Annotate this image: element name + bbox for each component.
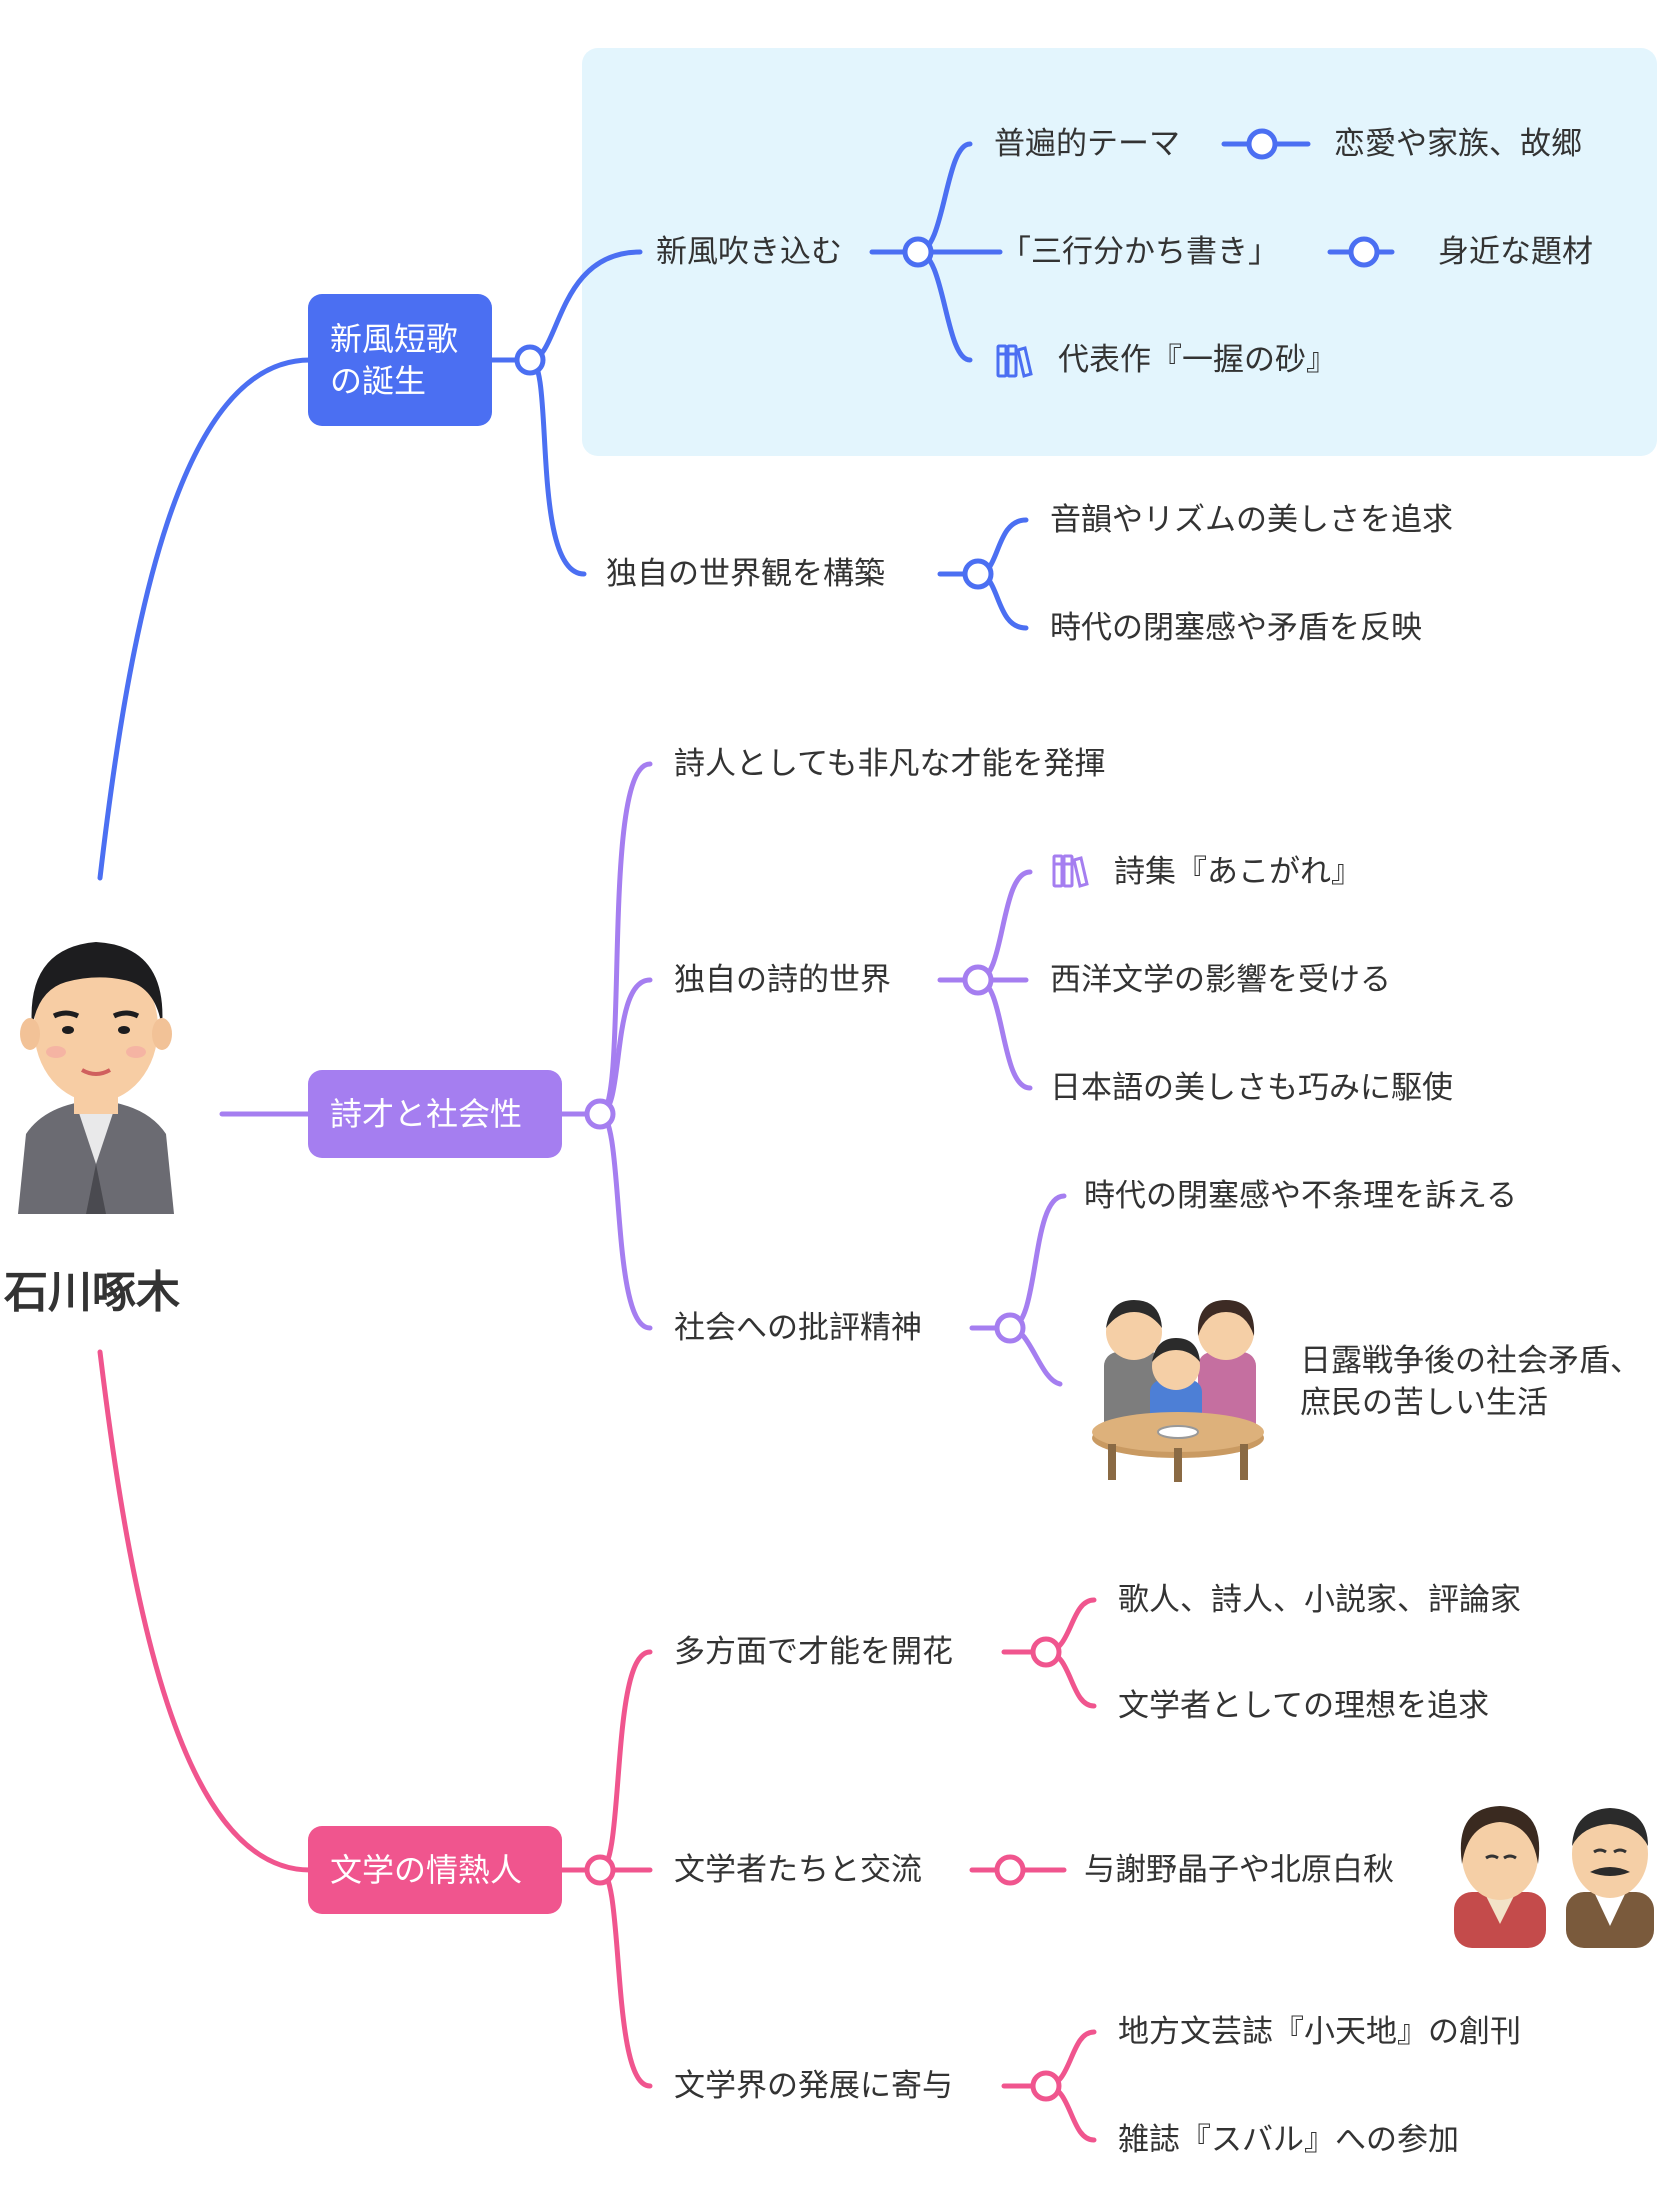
node-multi-talent[interactable]: 多方面で才能を開花 bbox=[674, 1634, 953, 1670]
node-new-wind[interactable]: 新風吹き込む bbox=[656, 234, 842, 270]
node-appeal-injustice[interactable]: 時代の閉塞感や不条理を訴える bbox=[1084, 1178, 1518, 1214]
node-literary-development[interactable]: 文学界の発展に寄与 bbox=[674, 2068, 953, 2104]
branch-label: 文学の情熱人 bbox=[330, 1851, 523, 1889]
writers-illustration bbox=[1454, 1806, 1654, 1948]
node-junction[interactable] bbox=[1348, 236, 1380, 268]
node-akiko-hakushu[interactable]: 与謝野晶子や北原白秋 bbox=[1084, 1852, 1394, 1888]
books-icon bbox=[1052, 854, 1089, 888]
node-social-criticism[interactable]: 社会への批評精神 bbox=[674, 1310, 922, 1346]
branch-junction[interactable] bbox=[994, 1312, 1026, 1344]
node-rhythm-beauty[interactable]: 音韻やリズムの美しさを追求 bbox=[1050, 502, 1453, 538]
node-japanese-beauty[interactable]: 日本語の美しさも巧みに駆使 bbox=[1050, 1070, 1453, 1106]
node-exchange-writers[interactable]: 文学者たちと交流 bbox=[674, 1852, 922, 1888]
node-masterpiece-ichiaku[interactable]: 代表作『一握の砂』 bbox=[1058, 342, 1337, 378]
branch-junction[interactable] bbox=[514, 344, 546, 376]
node-post-war-contradictions[interactable]: 日露戦争後の社会矛盾、 庶民の苦しい生活 bbox=[1300, 1340, 1641, 1424]
node-subaru[interactable]: 雑誌『スバル』への参加 bbox=[1118, 2122, 1459, 2158]
node-familiar-subjects[interactable]: 身近な題材 bbox=[1438, 234, 1593, 270]
root-title: 石川啄木 bbox=[4, 1267, 180, 1318]
branch-new-tanka[interactable]: 新風短歌 の誕生 bbox=[308, 294, 492, 426]
root-link-blue bbox=[97, 357, 313, 881]
branch-label-line-2: の誕生 bbox=[330, 362, 427, 400]
branch-poetic-talent[interactable]: 詩才と社会性 bbox=[308, 1070, 562, 1158]
books-icon bbox=[996, 344, 1033, 378]
node-text-line-2: 庶民の苦しい生活 bbox=[1300, 1385, 1548, 1421]
subtree-highlight-boundary bbox=[582, 48, 1657, 456]
branch-label-line-1: 新風短歌 bbox=[330, 320, 459, 358]
branch-junction[interactable] bbox=[902, 236, 934, 268]
node-universal-theme[interactable]: 普遍的テーマ bbox=[994, 126, 1180, 162]
branch-label: 詩才と社会性 bbox=[330, 1095, 523, 1133]
node-literary-ideal[interactable]: 文学者としての理想を追求 bbox=[1118, 1688, 1490, 1724]
branch-literary-passion[interactable]: 文学の情熱人 bbox=[308, 1826, 562, 1914]
branch-junction[interactable] bbox=[584, 1854, 616, 1886]
node-unique-worldview[interactable]: 独自の世界観を構築 bbox=[606, 556, 885, 592]
branch-junction[interactable] bbox=[962, 964, 994, 996]
node-love-family-home[interactable]: 恋愛や家族、故郷 bbox=[1334, 126, 1582, 162]
node-junction[interactable] bbox=[994, 1854, 1026, 1886]
node-era-stagnation[interactable]: 時代の閉塞感や矛盾を反映 bbox=[1050, 610, 1422, 646]
node-poetic-world[interactable]: 独自の詩的世界 bbox=[674, 962, 891, 998]
branch-junction[interactable] bbox=[584, 1098, 616, 1130]
node-poet-talent[interactable]: 詩人としても非凡な才能を発揮 bbox=[674, 746, 1106, 782]
node-junction[interactable] bbox=[1246, 128, 1278, 160]
branch-junction[interactable] bbox=[962, 558, 994, 590]
node-text-line-1: 日露戦争後の社会矛盾、 bbox=[1300, 1343, 1641, 1379]
takuboku-portrait-illustration bbox=[18, 942, 174, 1214]
branch-junction[interactable] bbox=[1030, 1636, 1062, 1668]
node-shoutenchi[interactable]: 地方文芸誌『小天地』の創刊 bbox=[1118, 2014, 1521, 2050]
node-roles[interactable]: 歌人、詩人、小説家、評論家 bbox=[1118, 1582, 1521, 1618]
branch-junction[interactable] bbox=[1030, 2070, 1062, 2102]
node-akogare[interactable]: 詩集『あこがれ』 bbox=[1114, 854, 1362, 890]
poor-family-illustration bbox=[1092, 1300, 1264, 1482]
node-three-line-writing[interactable]: 「三行分かち書き」 bbox=[1000, 234, 1279, 270]
root-link-pink bbox=[97, 1349, 313, 1873]
node-western-influence[interactable]: 西洋文学の影響を受ける bbox=[1050, 962, 1391, 998]
